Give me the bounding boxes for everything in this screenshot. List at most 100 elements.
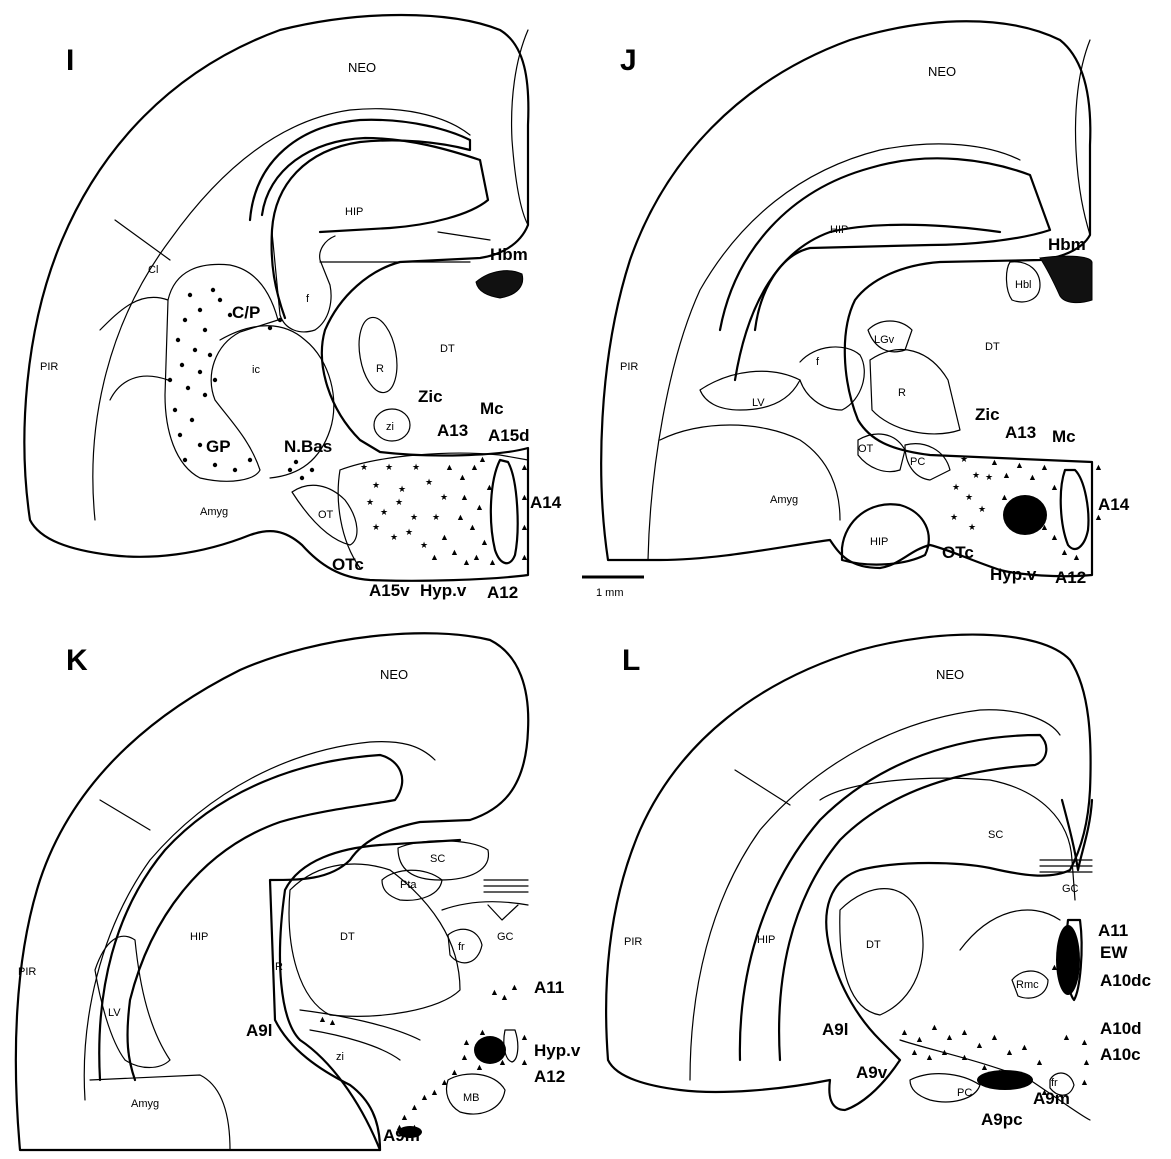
svg-text:▲: ▲ (460, 492, 469, 502)
region-label: SC (988, 829, 1003, 841)
svg-text:▲: ▲ (930, 1022, 939, 1032)
svg-text:▲: ▲ (490, 987, 499, 997)
region-label: LGv (874, 334, 895, 346)
panel-i: I ★★★★ ★★★★ ★★★★ (24, 15, 561, 602)
cell-group-label: Mc (1052, 427, 1076, 446)
neocortex-boundary (93, 109, 470, 520)
region-label: R (898, 387, 906, 399)
region-label: GP (206, 437, 231, 456)
region-label: NEO (928, 64, 956, 79)
region-label: HIP (190, 931, 208, 943)
svg-text:▲: ▲ (910, 1047, 919, 1057)
svg-text:★: ★ (372, 522, 380, 532)
region-label: HIP (870, 536, 888, 548)
cell-group-label: A14 (1098, 495, 1130, 514)
dt-outline (289, 864, 460, 1016)
amyg-boundary (90, 1075, 230, 1150)
svg-text:★: ★ (380, 507, 388, 517)
dense-cell-cluster (1003, 495, 1047, 535)
svg-text:★: ★ (405, 527, 413, 537)
cell-group-label: Hyp.v (990, 565, 1037, 584)
gc-lines (1040, 860, 1092, 872)
svg-text:★: ★ (372, 480, 380, 490)
panel-letter: I (66, 44, 74, 77)
panel-letter: K (66, 644, 88, 677)
region-label: HIP (830, 224, 848, 236)
svg-text:▲: ▲ (900, 1027, 909, 1037)
cell-group-label: A11 (1098, 921, 1128, 940)
svg-text:▲: ▲ (520, 1032, 529, 1042)
region-label: C/P (232, 303, 260, 322)
panel-j: J ★★★★ ★★★★ ▲▲▲▲ ▲▲▲▲ ▲▲▲▲ ▲▲▲▲ NEO HIP … (601, 21, 1130, 587)
svg-text:★: ★ (950, 512, 958, 522)
cell-group-label: A11 (534, 978, 564, 997)
svg-text:★: ★ (412, 462, 420, 472)
region-label: fr (1051, 1077, 1058, 1089)
svg-text:▲: ▲ (1080, 1077, 1089, 1087)
svg-text:▲: ▲ (450, 1067, 459, 1077)
svg-text:▲: ▲ (478, 1027, 487, 1037)
region-label: DT (440, 343, 455, 355)
svg-text:★: ★ (366, 497, 374, 507)
ventricle-outline (740, 735, 1046, 1060)
panel-letter: L (622, 644, 640, 677)
svg-text:★: ★ (385, 462, 393, 472)
cell-group-label: Mc (480, 399, 504, 418)
region-label: PIR (624, 936, 642, 948)
svg-text:▲: ▲ (460, 1052, 469, 1062)
svg-text:▲: ▲ (318, 1014, 327, 1024)
svg-text:▲: ▲ (1050, 482, 1059, 492)
cell-group-label: A13 (437, 421, 468, 440)
svg-text:▲: ▲ (440, 532, 449, 542)
region-label: Amyg (200, 506, 228, 518)
svg-text:★: ★ (390, 532, 398, 542)
region-label: Hbl (1015, 279, 1032, 291)
svg-text:▲: ▲ (1080, 1037, 1089, 1047)
svg-text:▲: ▲ (450, 547, 459, 557)
region-label: N.Bas (284, 437, 332, 456)
section-outline (601, 21, 1092, 576)
region-label: R (275, 961, 283, 973)
svg-text:▲: ▲ (520, 492, 529, 502)
svg-text:▲: ▲ (1028, 472, 1037, 482)
cell-group-label: A12 (534, 1067, 565, 1086)
cell-group-label: OTc (942, 543, 974, 562)
svg-text:▲: ▲ (915, 1034, 924, 1044)
ventricle-outline (250, 120, 470, 318)
svg-text:▲: ▲ (488, 557, 497, 567)
cell-group-label: A9l (822, 1020, 848, 1039)
region-label: HIP (757, 934, 775, 946)
svg-text:▲: ▲ (475, 502, 484, 512)
region-label: OT (318, 509, 334, 521)
svg-text:▲: ▲ (945, 1032, 954, 1042)
svg-text:▲: ▲ (478, 454, 487, 464)
r-outline (870, 350, 960, 434)
svg-text:▲: ▲ (940, 1047, 949, 1057)
cell-group-label: Hyp.v (420, 581, 467, 600)
fornix-outline (800, 347, 864, 410)
svg-text:▲: ▲ (462, 1037, 471, 1047)
svg-text:★: ★ (420, 540, 428, 550)
svg-text:▲: ▲ (1020, 1042, 1029, 1052)
dense-cell-cluster (977, 925, 1080, 1090)
region-label: DT (985, 341, 1000, 353)
svg-text:★: ★ (968, 522, 976, 532)
region-label: PIR (620, 361, 638, 373)
svg-text:▲: ▲ (1062, 1032, 1071, 1042)
region-label: zi (386, 421, 394, 433)
region-label: DT (866, 939, 881, 951)
svg-text:▲: ▲ (1060, 547, 1069, 557)
midline (1076, 40, 1090, 235)
svg-text:★: ★ (398, 484, 406, 494)
region-label: PIR (40, 361, 58, 373)
svg-text:▲: ▲ (440, 1077, 449, 1087)
cell-group-label: OTc (332, 555, 364, 574)
svg-text:▲: ▲ (475, 1062, 484, 1072)
region-label: Rmc (1016, 979, 1039, 991)
dt-outline (840, 889, 923, 1015)
region-label: Amyg (770, 494, 798, 506)
region-label: HIP (345, 206, 363, 218)
svg-text:▲: ▲ (960, 1027, 969, 1037)
panel-k: K ▲▲▲ ▲▲▲▲ ▲▲▲▲ ▲▲▲▲ ▲▲▲▲ ▲▲▲ NEO SC (16, 633, 581, 1150)
cell-group-label: Hyp.v (534, 1041, 581, 1060)
